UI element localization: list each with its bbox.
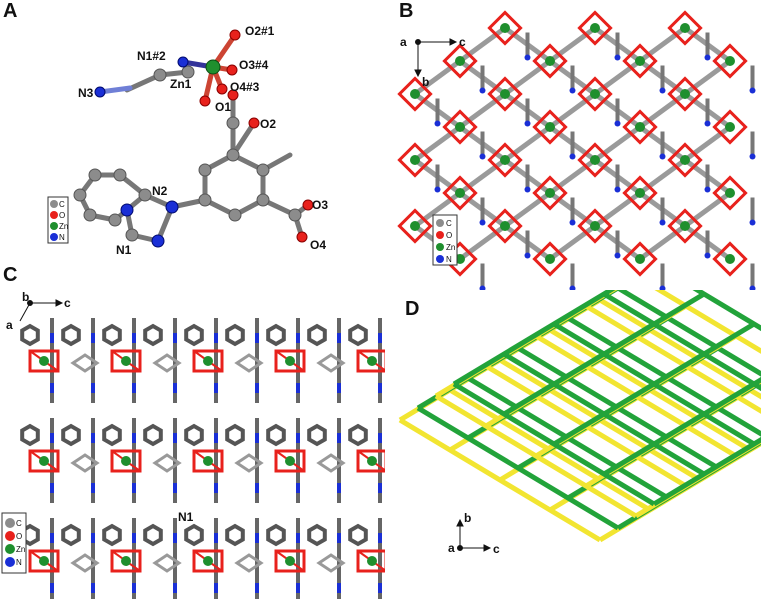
axis-indicator-b xyxy=(414,38,458,78)
atom-label-zn1: Zn1 xyxy=(170,77,192,91)
atom-label-n1: N1 xyxy=(116,243,132,257)
svg-text:O: O xyxy=(16,532,22,541)
svg-text:C: C xyxy=(446,219,452,228)
svg-text:C: C xyxy=(59,200,65,209)
panel-label-b: B xyxy=(399,0,414,22)
atom-label-c-n1: N1 xyxy=(178,510,194,524)
panel-label-d: D xyxy=(405,298,420,320)
axis-indicator-d xyxy=(456,518,492,552)
axis-d-y: b xyxy=(464,511,471,525)
svg-text:Zn: Zn xyxy=(16,545,25,554)
atom-label-o3-4: O3#4 xyxy=(239,58,269,72)
axis-c-view: b xyxy=(22,290,29,304)
panel-label-a: A xyxy=(3,0,18,22)
axis-b-view: a xyxy=(400,35,407,49)
axis-c-y: a xyxy=(6,318,13,332)
svg-text:Zn: Zn xyxy=(59,222,68,231)
legend-a: C O Zn N xyxy=(47,196,69,244)
atom-label-n2: N2 xyxy=(152,184,168,198)
svg-text:N: N xyxy=(59,233,65,242)
axis-c-x: c xyxy=(64,296,71,310)
axis-d-x: c xyxy=(493,542,500,556)
atom-label-o4-3: O4#3 xyxy=(230,80,260,94)
axis-b-y: b xyxy=(422,75,429,89)
legend-c: C O Zn N xyxy=(1,512,27,574)
axis-d-view: a xyxy=(448,541,455,555)
svg-text:Zn: Zn xyxy=(446,243,455,252)
atom-label-o4: O4 xyxy=(310,238,326,252)
axis-b-x: c xyxy=(459,35,466,49)
axis-indicator-c xyxy=(19,299,64,322)
svg-text:O: O xyxy=(446,231,452,240)
panel-d-topology: a c b xyxy=(398,290,761,556)
atom-label-n1-2: N1#2 xyxy=(137,49,166,63)
legend-b: C O Zn N xyxy=(432,214,458,266)
atom-label-o2-1: O2#1 xyxy=(245,24,275,38)
svg-text:N: N xyxy=(446,255,452,264)
panel-a-structure: N1#2 O2#1 O3#4 Zn1 O4#3 N3 O1 O2 N2 O3 O… xyxy=(47,24,328,257)
svg-text:O: O xyxy=(59,211,65,220)
atom-label-o2: O2 xyxy=(260,117,276,131)
panel-b-network: a c b C O Zn N xyxy=(397,10,756,290)
svg-text:C: C xyxy=(16,519,22,528)
atom-label-o3: O3 xyxy=(312,198,328,212)
svg-text:N: N xyxy=(16,558,22,567)
atom-label-o1: O1 xyxy=(215,100,231,114)
panel-c-packing: b c a N1 C O Zn N xyxy=(1,290,385,599)
panel-label-c: C xyxy=(3,264,18,286)
atom-label-n3: N3 xyxy=(78,86,94,100)
